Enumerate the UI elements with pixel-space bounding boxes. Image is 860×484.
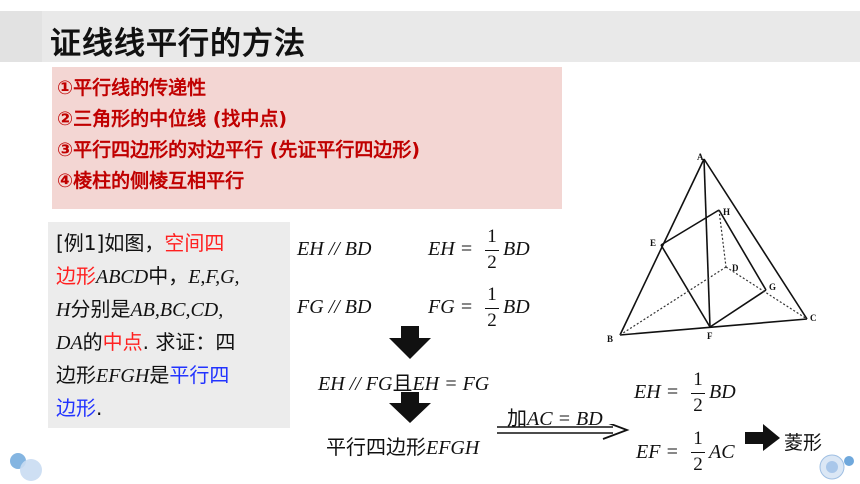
example-text: 中， xyxy=(148,264,189,288)
method-item: ③平行四边形的对边平行 (先证平行四边形) xyxy=(57,139,421,161)
vertex-label-f: F xyxy=(707,331,713,341)
fraction-denominator: 2 xyxy=(487,310,497,331)
decorative-bubbles-icon xyxy=(819,454,854,480)
step2-parallel: EH // FG xyxy=(318,373,393,395)
example-line: H分别是AB,BC,CD, xyxy=(56,293,286,326)
example-math: ABCD xyxy=(96,266,149,288)
example-math: AB,BC,CD, xyxy=(130,299,224,321)
example-box: [例1]如图，空间四 边形ABCD中，E,F,G, H分别是AB,BC,CD, … xyxy=(48,222,290,428)
step3-text: 平行四边形 xyxy=(326,435,426,459)
example-text: . xyxy=(96,396,103,420)
example-text: 边形 xyxy=(56,363,96,387)
example-highlight: 边形 xyxy=(56,264,96,288)
fraction-bar xyxy=(691,452,705,454)
step2-line: EH // FG且EH = FG xyxy=(318,367,489,396)
vertex-label-b: B xyxy=(607,334,613,344)
example-line: 边形. xyxy=(56,392,286,425)
example-line: 边形EFGH是平行四 xyxy=(56,359,286,392)
example-highlight: 空间四 xyxy=(164,231,225,255)
vertex-label-a: A xyxy=(697,152,704,162)
example-text: [例1]如图， xyxy=(56,231,165,255)
example-math: H xyxy=(56,299,71,321)
bd-label: BD xyxy=(709,381,736,403)
example-text: 分别是 xyxy=(70,297,131,321)
bd-label: BD xyxy=(503,238,530,260)
long-right-arrow-icon xyxy=(497,424,630,440)
vertex-label-c: C xyxy=(810,313,817,323)
fraction-numerator: 1 xyxy=(487,284,497,305)
vertex-label-g: G xyxy=(769,282,776,292)
bd-label: BD xyxy=(503,296,530,318)
example-math: EFGH xyxy=(96,365,150,387)
example-line: DA的中点. 求证：四 xyxy=(56,326,286,359)
example-math: E,F,G, xyxy=(188,266,240,288)
condition-line: 加AC = BD xyxy=(507,402,603,431)
example-line: 边形ABCD中，E,F,G, xyxy=(56,260,286,293)
example-line: [例1]如图，空间四 xyxy=(56,227,286,260)
figure-solid-edges xyxy=(619,158,808,336)
fraction-denominator: 2 xyxy=(487,252,497,273)
fraction-denominator: 2 xyxy=(693,395,703,416)
fraction-numerator: 1 xyxy=(693,369,703,390)
step3-line: 平行四边形EFGH xyxy=(326,431,479,460)
fraction-bar xyxy=(485,308,499,310)
methods-box: ①平行线的传递性 ②三角形的中位线 (找中点) ③平行四边形的对边平行 (先证平… xyxy=(52,67,562,209)
right-arrow-icon xyxy=(745,424,780,451)
vertex-label-e: E xyxy=(650,238,656,248)
fraction-bar xyxy=(485,250,499,252)
method-item: ②三角形的中位线 (找中点) xyxy=(57,108,288,130)
fraction-denominator: 2 xyxy=(693,454,703,475)
fraction-numerator: 1 xyxy=(693,428,703,449)
eh-equals-label: EH = xyxy=(428,238,474,260)
method-item: ④棱柱的侧棱互相平行 xyxy=(57,170,245,192)
title-accent xyxy=(0,11,42,62)
step3-efgh: EFGH xyxy=(426,437,480,459)
vertex-label-d: D xyxy=(732,263,739,273)
example-math: DA xyxy=(56,332,83,354)
tetrahedron-figure: A B C D E F G H xyxy=(601,149,820,348)
step2-and: 且 xyxy=(392,371,413,395)
result-rhombus: 菱形 xyxy=(784,432,823,454)
title-bar: 证线线平行的方法 xyxy=(0,11,860,62)
fg-equals-label: FG = xyxy=(428,296,474,318)
example-text: 是 xyxy=(149,363,170,387)
condition-ac-bd: AC = BD xyxy=(527,408,603,430)
fraction-numerator: 1 xyxy=(487,226,497,247)
ef-equals-label: EF = xyxy=(636,441,679,463)
fg-parallel-bd: FG // BD xyxy=(297,296,372,318)
down-arrow-icon xyxy=(389,392,431,423)
eh-equals-label-right: EH = xyxy=(634,381,680,403)
example-highlight-blue: 平行四 xyxy=(169,363,230,387)
eh-parallel-bd: EH // BD xyxy=(297,238,372,260)
decorative-bubbles-icon xyxy=(10,453,42,481)
condition-add: 加 xyxy=(507,406,527,430)
figure-hidden-edges xyxy=(619,209,808,336)
page-title: 证线线平行的方法 xyxy=(50,26,306,62)
fraction-bar xyxy=(691,393,705,395)
ac-label: AC xyxy=(709,441,735,463)
down-arrow-icon xyxy=(389,326,431,359)
step2-equal: EH = FG xyxy=(412,373,490,395)
vertex-label-h: H xyxy=(723,207,730,217)
example-text: . 求证：四 xyxy=(142,330,236,354)
example-text: 的 xyxy=(82,330,103,354)
example-highlight: 中点 xyxy=(102,330,143,354)
method-item: ①平行线的传递性 xyxy=(57,77,207,99)
example-highlight-blue: 边形 xyxy=(56,396,96,420)
